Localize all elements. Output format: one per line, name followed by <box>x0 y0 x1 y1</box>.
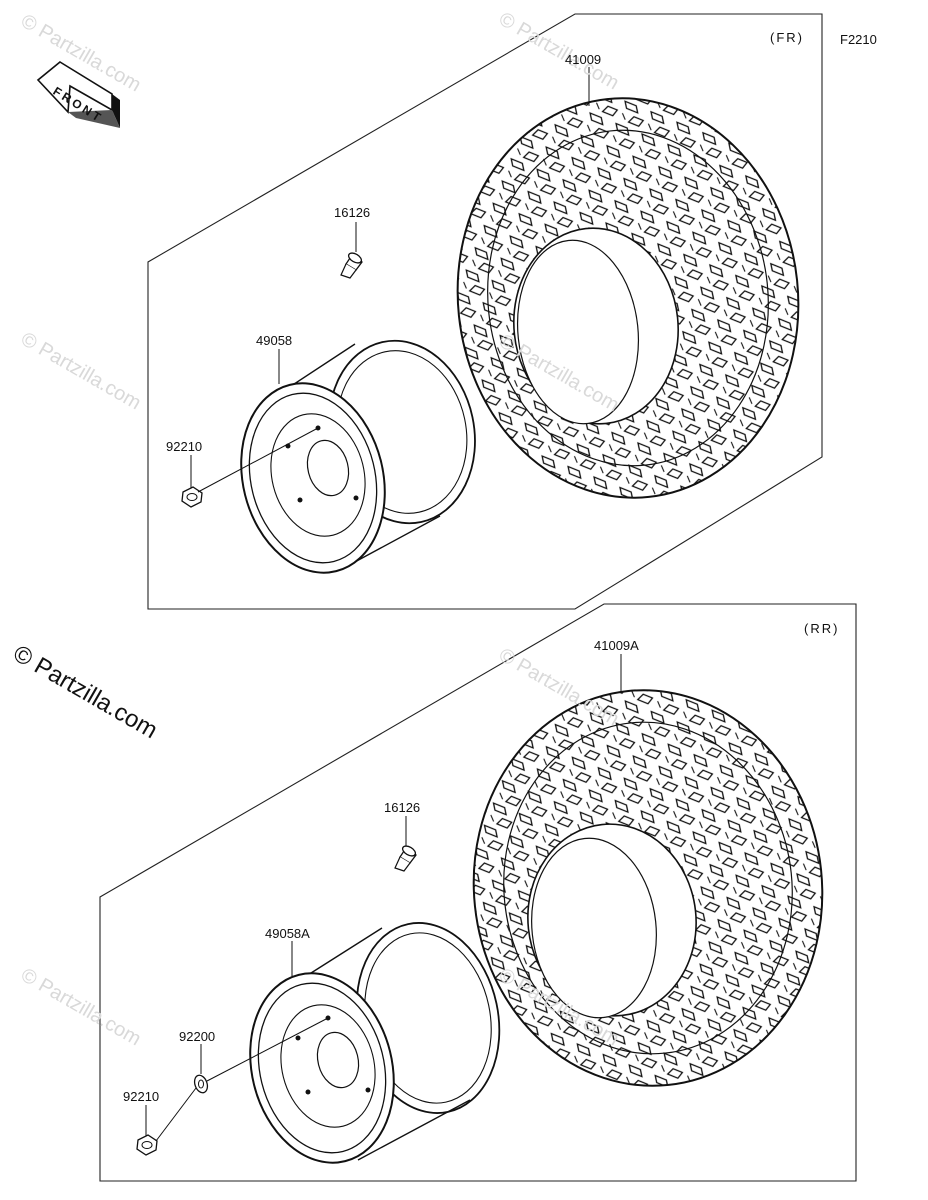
front-section-border <box>147 13 823 610</box>
rear-wheel <box>249 922 501 1164</box>
part-number-front-nut: 92210 <box>166 439 203 454</box>
part-number-rear-tire: 41009A <box>594 638 639 653</box>
rear-nut <box>136 1134 158 1156</box>
front-valve <box>340 252 363 279</box>
front-section-tag: (FR) <box>770 30 804 45</box>
front-nut <box>181 486 203 508</box>
part-number-rear-wheel: 49058A <box>265 926 310 941</box>
rear-washer <box>193 1074 209 1094</box>
rear-section-tag: (RR) <box>804 621 840 636</box>
part-number-front-wheel: 49058 <box>256 333 293 348</box>
part-number-rear-washer: 92200 <box>179 1029 216 1044</box>
front-wheel <box>240 339 476 574</box>
part-number-rear-nut: 92210 <box>123 1089 160 1104</box>
part-number-rear-valve: 16126 <box>384 800 421 815</box>
part-number-front-tire: 41009 <box>565 52 602 67</box>
rear-section-border <box>99 603 857 1182</box>
front-tire <box>456 97 800 499</box>
figure-code: F2210 <box>840 32 877 47</box>
front-direction-arrow <box>36 61 120 128</box>
part-number-front-valve: 16126 <box>334 205 371 220</box>
rear-valve <box>394 845 417 872</box>
rear-tire <box>472 689 824 1087</box>
